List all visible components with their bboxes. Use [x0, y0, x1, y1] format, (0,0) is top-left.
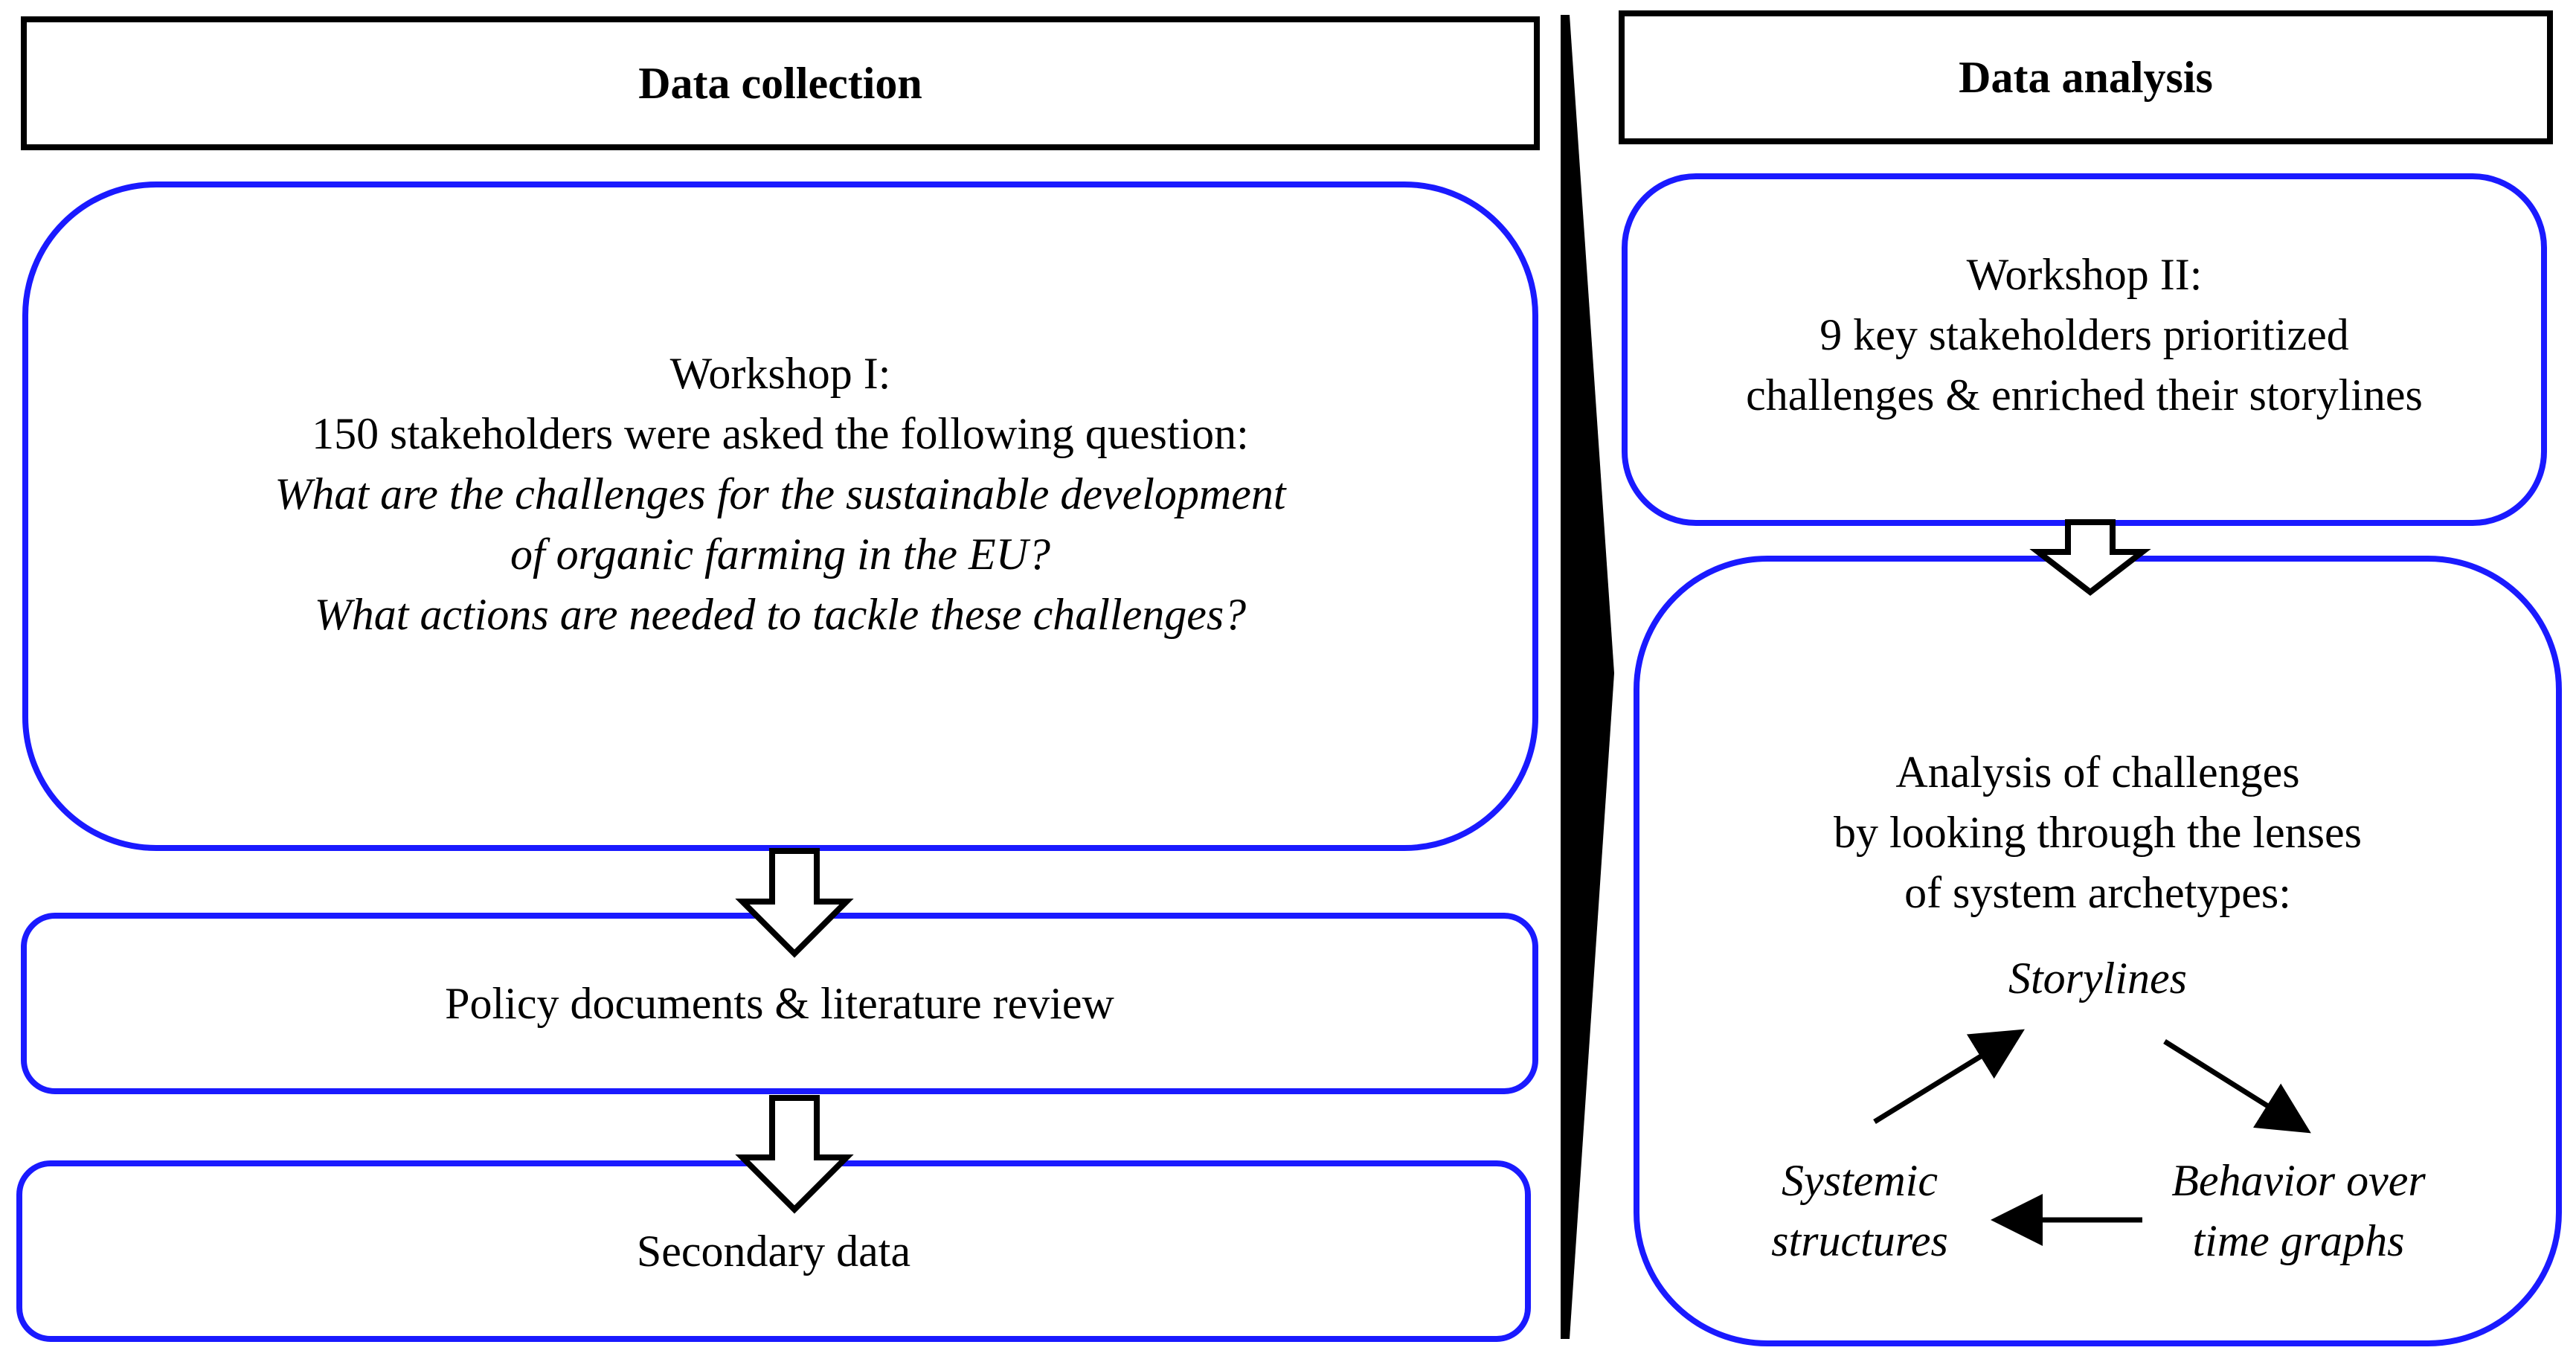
analysis-line-3: of system archetypes: — [1904, 868, 2291, 917]
behavior-over-time-label-1: Behavior over — [2171, 1156, 2426, 1205]
policy-documents-box: Policy documents & literature review — [21, 913, 1538, 1094]
workshop-1-description: 150 stakeholders were asked the followin… — [312, 408, 1249, 458]
workshop-2-line-1: 9 key stakeholders prioritized — [1819, 309, 2349, 359]
analysis-line-2: by looking through the lenses — [1834, 808, 2362, 857]
workshop-2-box: Workshop II: 9 key stakeholders prioriti… — [1622, 173, 2547, 526]
data-analysis-header: Data analysis — [1619, 10, 2553, 144]
hollow-arrow-down-icon — [735, 848, 854, 958]
workshop-2-line-2: challenges & enriched their storylines — [1746, 370, 2423, 420]
hollow-arrow-down-icon — [2029, 519, 2151, 597]
data-collection-title: Data collection — [638, 58, 922, 108]
systemic-structures-label-2: structures — [1771, 1216, 1948, 1265]
hollow-arrow-down-icon — [735, 1095, 854, 1214]
workshop-1-question-1a: What are the challenges for the sustaina… — [274, 469, 1286, 518]
arrow-storylines-to-behavior — [2163, 1039, 2311, 1134]
workshop-2-title: Workshop II: — [1966, 249, 2203, 299]
panel-divider — [1561, 15, 1614, 1339]
secondary-data-label: Secondary data — [636, 1226, 911, 1276]
secondary-data-box: Secondary data — [16, 1160, 1531, 1342]
data-collection-header: Data collection — [21, 16, 1540, 150]
analysis-box — [1634, 556, 2562, 1346]
policy-documents-label: Policy documents & literature review — [445, 978, 1114, 1028]
storylines-label: Storylines — [2008, 954, 2187, 1003]
behavior-over-time-label-2: time graphs — [2192, 1216, 2405, 1265]
systemic-structures-label-1: Systemic — [1782, 1156, 1938, 1205]
analysis-line-1: Analysis of challenges — [1895, 748, 2300, 797]
data-analysis-title: Data analysis — [1959, 52, 2213, 102]
workshop-1-question-1b: of organic farming in the EU? — [510, 529, 1051, 579]
workshop-1-title: Workshop I: — [669, 348, 891, 398]
arrow-systemic-to-storylines — [1873, 1029, 2025, 1124]
workshop-1-question-2: What actions are needed to tackle these … — [314, 589, 1247, 639]
